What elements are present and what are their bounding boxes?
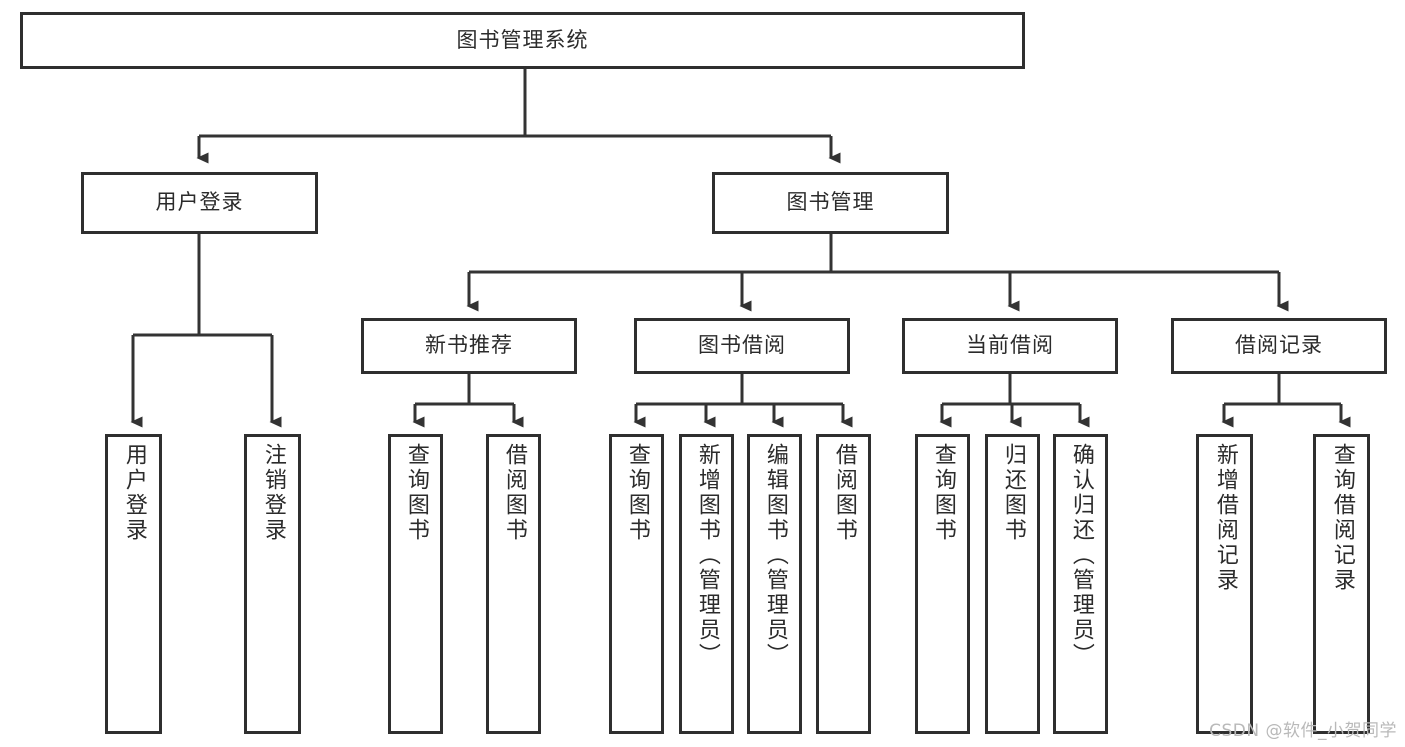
node-label: 借阅记录 [1235,333,1323,358]
leaf-label: 借阅图书 [831,443,857,543]
node-label: 图书管理 [786,190,875,215]
leaf-label: 归还图书 [1000,443,1026,543]
leaf-label: 查询借阅记录 [1329,443,1355,593]
leaf-borrow-book-recommend[interactable]: 借阅图书 [486,434,541,734]
node-book-borrow[interactable]: 图书借阅 [634,318,850,374]
node-label: 当前借阅 [966,333,1054,358]
node-label: 图书管理系统 [456,27,589,52]
node-borrow-record[interactable]: 借阅记录 [1171,318,1387,374]
leaf-label: 编辑图书（管理员） [762,443,788,668]
leaf-add-book-admin[interactable]: 新增图书（管理员） [679,434,734,734]
leaf-label: 查询图书 [930,443,956,543]
leaf-label: 新增借阅记录 [1212,443,1238,593]
node-label: 用户登录 [155,190,244,215]
leaf-edit-book-admin[interactable]: 编辑图书（管理员） [747,434,802,734]
leaf-query-book-current[interactable]: 查询图书 [915,434,970,734]
leaf-label: 确认归还（管理员） [1068,443,1094,668]
leaf-borrow-book[interactable]: 借阅图书 [816,434,871,734]
leaf-query-book-borrow[interactable]: 查询图书 [609,434,664,734]
leaf-label: 查询图书 [624,443,650,543]
node-new-book-recommend[interactable]: 新书推荐 [361,318,577,374]
leaf-label: 用户登录 [121,443,147,543]
leaf-confirm-return-admin[interactable]: 确认归还（管理员） [1053,434,1108,734]
leaf-query-book-recommend[interactable]: 查询图书 [388,434,443,734]
leaf-label: 注销登录 [260,443,286,543]
leaf-add-borrow-record[interactable]: 新增借阅记录 [1196,434,1253,734]
leaf-logout[interactable]: 注销登录 [244,434,301,734]
node-user-login[interactable]: 用户登录 [81,172,318,234]
leaf-label: 新增图书（管理员） [694,443,720,668]
node-label: 图书借阅 [698,333,786,358]
node-book-management[interactable]: 图书管理 [712,172,949,234]
node-label: 新书推荐 [425,333,513,358]
leaf-user-login[interactable]: 用户登录 [105,434,162,734]
node-current-borrow[interactable]: 当前借阅 [902,318,1118,374]
node-root-system[interactable]: 图书管理系统 [20,12,1025,69]
leaf-query-borrow-record[interactable]: 查询借阅记录 [1313,434,1370,734]
watermark: CSDN @软件_小贺同学 [1209,721,1397,741]
leaf-label: 借阅图书 [501,443,527,543]
leaf-return-book[interactable]: 归还图书 [985,434,1040,734]
leaf-label: 查询图书 [403,443,429,543]
